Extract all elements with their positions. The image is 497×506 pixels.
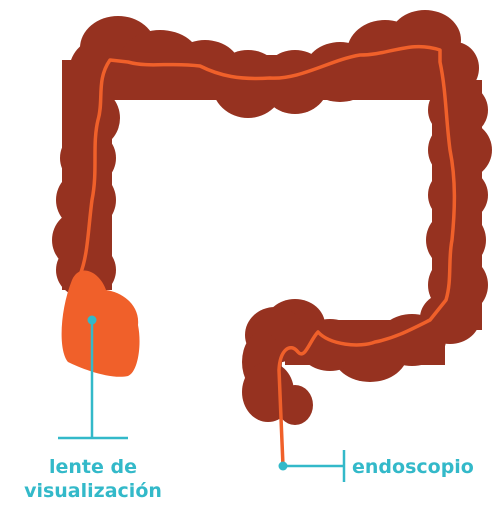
endoscope-label: endoscopio: [352, 455, 474, 479]
lens-label-line2: visualización: [8, 479, 178, 503]
viewing-lens: [62, 271, 140, 377]
lens-label-line1: lente de: [8, 455, 178, 479]
lens-label: lente de visualización: [8, 455, 178, 503]
endoscope-callout: [279, 450, 345, 482]
